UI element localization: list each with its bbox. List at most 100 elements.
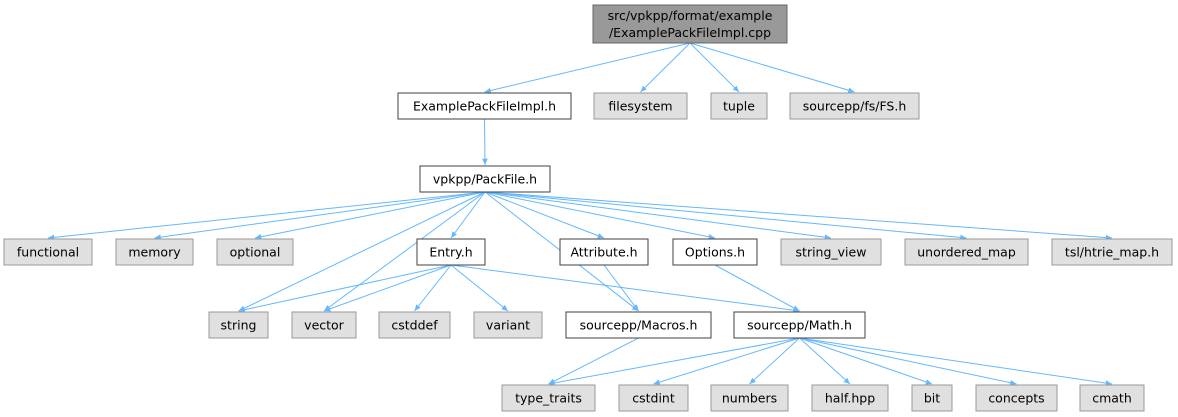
- edge-entry_h-to-vector: [323, 264, 452, 312]
- node-label: vpkpp/PackFile.h: [433, 172, 537, 187]
- edge-packfile_h-to-unordered_map: [484, 191, 967, 241]
- node-half-hpp[interactable]: half.hpp: [811, 384, 889, 412]
- node-box: [975, 384, 1058, 412]
- node-box: [416, 238, 486, 266]
- node-label: numbers: [722, 391, 777, 406]
- node-box: [559, 238, 649, 266]
- node-functional[interactable]: functional: [3, 238, 93, 266]
- node-box: [672, 238, 758, 266]
- node-label: src/vpkpp/format/example: [608, 8, 773, 23]
- node-optional[interactable]: optional: [216, 238, 294, 266]
- node-box: [208, 311, 269, 339]
- node-label: functional: [17, 245, 79, 260]
- node-box: [1079, 384, 1145, 412]
- edge-math_h-to-numbers: [749, 337, 800, 385]
- node-box: [378, 311, 451, 339]
- node-label: sourcepp/Math.h: [747, 318, 852, 333]
- node-box: [911, 384, 953, 412]
- node-packfile-h[interactable]: vpkpp/PackFile.h: [419, 165, 551, 193]
- node-label: Options.h: [685, 245, 745, 260]
- node-options-h[interactable]: Options.h: [672, 238, 758, 266]
- node-label: memory: [128, 245, 181, 260]
- edge-examplepackfileimpl_h-to-packfile_h: [482, 118, 488, 166]
- edge-packfile_h-to-memory: [154, 191, 486, 240]
- edge-attribute_h-to-macros_h: [603, 264, 639, 312]
- node-cstdint[interactable]: cstdint: [618, 384, 689, 412]
- edge-options_h-to-math_h: [714, 264, 800, 312]
- edge-entry_h-to-cstddef: [414, 264, 452, 312]
- node-label: bit: [924, 391, 940, 406]
- node-label: string_view: [796, 245, 867, 260]
- edge-packfile_h-to-options_h: [484, 191, 716, 240]
- node-unordered-map[interactable]: unordered_map: [904, 238, 1029, 266]
- node-cmath[interactable]: cmath: [1079, 384, 1145, 412]
- edge-packfile_h-to-attribute_h: [484, 191, 605, 239]
- node-box: [710, 384, 789, 412]
- node-label: ExamplePackFileImpl.h: [413, 99, 556, 114]
- node-label: Entry.h: [429, 245, 472, 260]
- node-box: [789, 92, 920, 120]
- edge-root-to-sourcepp_fs: [689, 42, 855, 93]
- node-label: concepts: [988, 391, 1044, 406]
- node-tuple[interactable]: tuple: [710, 92, 768, 120]
- node-box: [115, 238, 194, 266]
- node-type-traits[interactable]: type_traits: [501, 384, 596, 412]
- node-label: cstddef: [391, 318, 438, 333]
- edge-entry_h-to-string: [238, 264, 452, 313]
- node-sourcepp-fs[interactable]: sourcepp/fs/FS.h: [789, 92, 920, 120]
- node-math-h[interactable]: sourcepp/Math.h: [733, 311, 866, 339]
- edge-math_h-to-half_hpp: [799, 337, 851, 385]
- edge-entry_h-to-variant: [450, 264, 509, 312]
- node-label: vector: [304, 318, 345, 333]
- node-attribute-h[interactable]: Attribute.h: [559, 238, 649, 266]
- node-root: src/vpkpp/format/example/ExamplePackFile…: [592, 4, 788, 44]
- node-string-view[interactable]: string_view: [780, 238, 882, 266]
- node-numbers[interactable]: numbers: [710, 384, 789, 412]
- node-box: [904, 238, 1029, 266]
- node-box: [565, 311, 712, 339]
- node-label: Attribute.h: [570, 245, 637, 260]
- edges-layer: [47, 42, 1113, 386]
- node-label: filesystem: [608, 99, 672, 114]
- node-label: half.hpp: [825, 391, 875, 406]
- node-label: sourcepp/fs/FS.h: [803, 99, 907, 114]
- node-box: [733, 311, 866, 339]
- node-box: [291, 311, 357, 339]
- node-label: unordered_map: [917, 245, 1016, 260]
- nodes-layer: src/vpkpp/format/example/ExamplePackFile…: [3, 4, 1173, 412]
- node-htrie-map[interactable]: tsl/htrie_map.h: [1051, 238, 1173, 266]
- node-box: [3, 238, 93, 266]
- node-variant[interactable]: variant: [473, 311, 543, 339]
- node-label: /ExamplePackFileImpl.cpp: [609, 25, 771, 40]
- node-box: [216, 238, 294, 266]
- node-vector[interactable]: vector: [291, 311, 357, 339]
- node-concepts[interactable]: concepts: [975, 384, 1058, 412]
- node-box: [419, 165, 551, 193]
- node-cstddef[interactable]: cstddef: [378, 311, 451, 339]
- node-string[interactable]: string: [208, 311, 269, 339]
- node-box: [592, 4, 788, 44]
- node-bit[interactable]: bit: [911, 384, 953, 412]
- node-box: [1051, 238, 1173, 266]
- node-label: tuple: [723, 99, 755, 114]
- node-label: tsl/htrie_map.h: [1065, 245, 1159, 260]
- edge-math_h-to-type_traits: [548, 337, 800, 386]
- node-examplepackfileimpl-h[interactable]: ExamplePackFileImpl.h: [397, 92, 572, 120]
- node-label: cstdint: [632, 391, 675, 406]
- node-filesystem[interactable]: filesystem: [593, 92, 688, 120]
- node-box: [780, 238, 882, 266]
- edge-math_h-to-cmath: [799, 337, 1113, 386]
- node-label: optional: [230, 245, 281, 260]
- edge-macros_h-to-type_traits: [548, 337, 639, 385]
- node-box: [501, 384, 596, 412]
- node-box: [618, 384, 689, 412]
- node-box: [811, 384, 889, 412]
- node-label: type_traits: [515, 391, 582, 406]
- node-macros-h[interactable]: sourcepp/Macros.h: [565, 311, 712, 339]
- node-memory[interactable]: memory: [115, 238, 194, 266]
- node-box: [473, 311, 543, 339]
- edge-packfile_h-to-htrie_map: [484, 191, 1113, 241]
- node-box: [593, 92, 688, 120]
- node-entry-h[interactable]: Entry.h: [416, 238, 486, 266]
- edge-math_h-to-concepts: [799, 337, 1017, 386]
